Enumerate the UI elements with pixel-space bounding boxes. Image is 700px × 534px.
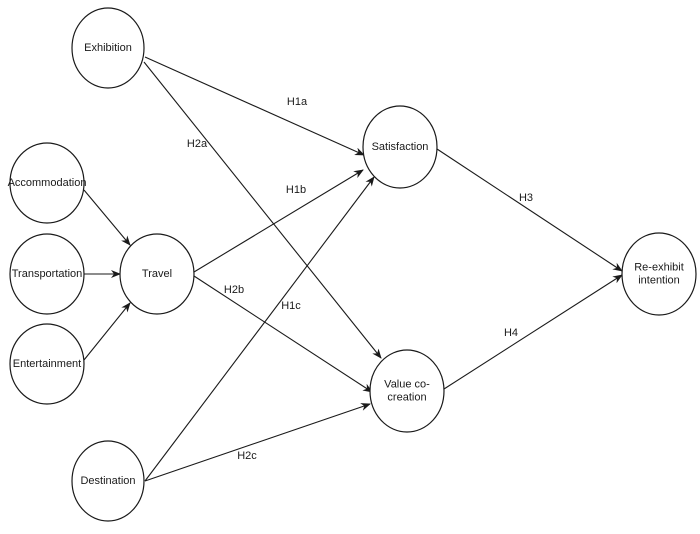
- hypothesis-label-h2b: H2b: [224, 284, 244, 296]
- node-label-reexhibit-intention-line-1: Re-exhibit: [634, 261, 684, 273]
- node-label-value-cocreation-line-2: creation: [387, 391, 426, 403]
- node-label-value-cocreation-line-1: Value co-: [384, 378, 430, 390]
- node-label-accommodation: Accommodation: [8, 177, 87, 189]
- edge-satisfaction-to-reexhibit-intention: [436, 148, 623, 272]
- node-transportation: Transportation: [9, 233, 85, 315]
- edge-value-cocreation-to-reexhibit-intention: [443, 274, 623, 390]
- node-circle-satisfaction: [362, 105, 438, 189]
- edge-destination-to-value-cocreation: [144, 403, 371, 482]
- edge-destination-to-satisfaction: [144, 176, 375, 482]
- edge-travel-to-value-cocreation: [193, 275, 373, 393]
- hypothesis-label-h3: H3: [519, 192, 533, 204]
- edge-entertainment-to-travel: [83, 302, 131, 361]
- node-circle-accommodation: [9, 142, 85, 224]
- node-circle-destination: [71, 440, 145, 522]
- edge-travel-to-satisfaction: [193, 169, 364, 273]
- node-circle-reexhibit-intention: [621, 232, 697, 316]
- hypothesis-label-h1a: H1a: [287, 96, 308, 108]
- node-label-destination: Destination: [80, 475, 135, 487]
- node-label-exhibition: Exhibition: [84, 42, 132, 54]
- node-satisfaction: Satisfaction: [362, 105, 438, 189]
- node-exhibition: Exhibition: [71, 7, 145, 89]
- node-circle-value-cocreation: [369, 349, 445, 433]
- node-circle-entertainment: [9, 323, 85, 405]
- edge-exhibition-to-value-cocreation: [143, 61, 382, 359]
- node-label-entertainment: Entertainment: [13, 358, 81, 370]
- edge-accommodation-to-travel: [83, 189, 131, 246]
- node-label-satisfaction: Satisfaction: [372, 141, 429, 153]
- hypothesis-label-h4: H4: [504, 327, 518, 339]
- node-value-cocreation: Value co-creation: [369, 349, 445, 433]
- node-circle-exhibition: [71, 7, 145, 89]
- node-label-transportation: Transportation: [12, 268, 83, 280]
- node-circle-transportation: [9, 233, 85, 315]
- nodes-layer: ExhibitionAccommodationTransportationEnt…: [8, 7, 697, 522]
- node-travel: Travel: [119, 233, 195, 315]
- node-label-travel: Travel: [142, 268, 172, 280]
- node-label-reexhibit-intention-line-2: intention: [638, 274, 680, 286]
- node-accommodation: Accommodation: [8, 142, 87, 224]
- node-entertainment: Entertainment: [9, 323, 85, 405]
- edges-layer: [83, 56, 623, 482]
- node-circle-travel: [119, 233, 195, 315]
- node-destination: Destination: [71, 440, 145, 522]
- hypothesis-label-h2c: H2c: [237, 450, 257, 462]
- hypothesis-label-h2a: H2a: [187, 138, 208, 150]
- hypothesis-label-h1c: H1c: [281, 300, 301, 312]
- hypothesis-label-h1b: H1b: [286, 184, 306, 196]
- edge-exhibition-to-satisfaction: [144, 56, 365, 156]
